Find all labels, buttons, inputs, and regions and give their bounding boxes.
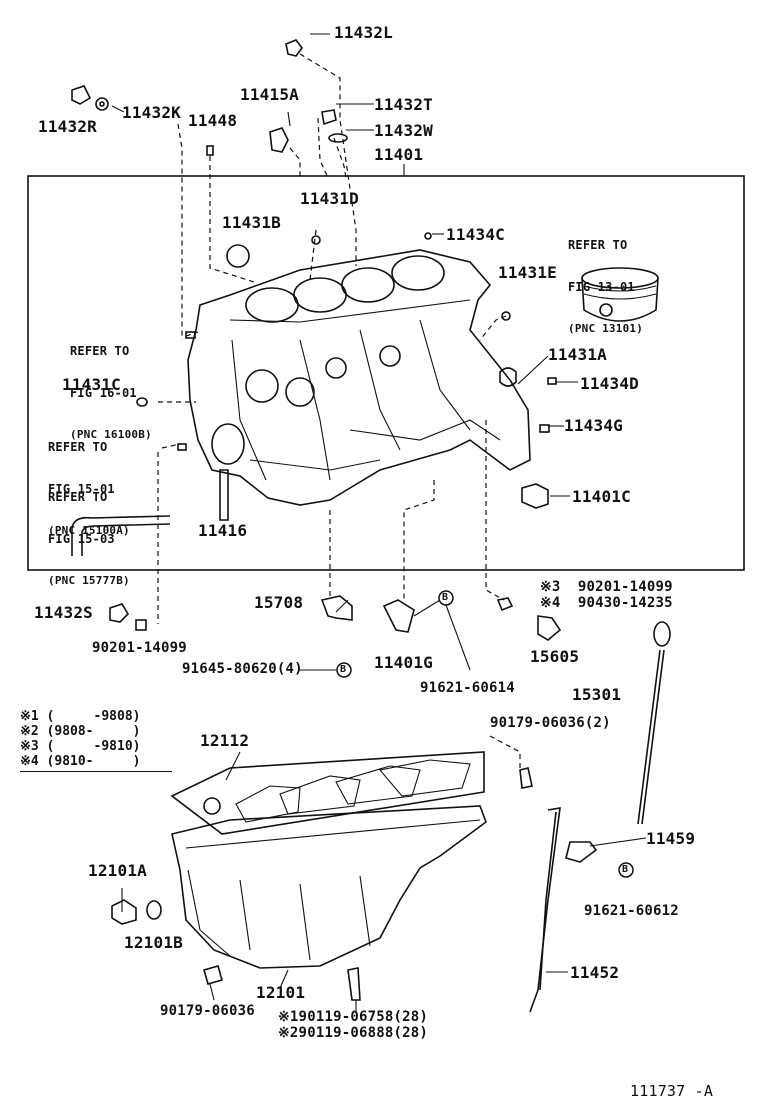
label-11432R: 11432R — [38, 117, 97, 136]
refer-line2: FIG 15-01 — [48, 482, 115, 496]
refer-fig-15-01: REFER TO FIG 15-01 (PNC 15100A) — [48, 412, 130, 552]
label-90119-06758: ※190119-06758(28) — [278, 1009, 428, 1025]
label-leaders — [111, 33, 647, 1012]
refer-line3: (PNC 13101) — [568, 322, 644, 335]
drain-parts — [111, 899, 361, 1001]
refer-line3: (PNC 16100B) — [70, 428, 152, 441]
label-90119-06888: ※290119-06888(28) — [278, 1025, 428, 1041]
label-90179-06036: 90179-06036 — [160, 1003, 255, 1019]
label-12101: 12101 — [256, 983, 306, 1002]
legend: ※1 ( -9808) ※2 (9808- ) ※3 ( -9810) ※4 (… — [20, 709, 172, 772]
refer-fig-13-01: REFER TO FIG 13-01 (PNC 13101) — [568, 210, 643, 350]
dipstick-guide — [519, 767, 598, 1013]
label-90201-14099-b: ※3 90201-14099 — [540, 579, 673, 595]
refer-fig-15-03: REFER TO FIG 15-03 (PNC 15777B) — [48, 462, 130, 602]
label-11416: 11416 — [198, 521, 248, 540]
legend-line: ※4 (9810- ) — [20, 754, 141, 769]
lower-small-parts — [109, 595, 562, 641]
refer-line1: REFER TO — [48, 440, 108, 454]
refer-line1: REFER TO — [70, 344, 130, 358]
label-11452: 11452 — [570, 963, 620, 982]
label-11434C: 11434C — [446, 225, 505, 244]
label-91621-60614: 91621-60614 — [420, 680, 515, 696]
label-11448: 11448 — [188, 111, 238, 130]
legend-line: ※3 ( -9810) — [20, 739, 141, 754]
label-11415A: 11415A — [240, 85, 299, 104]
dashed-leaders — [157, 53, 521, 770]
label-11432S: 11432S — [34, 603, 93, 622]
refer-line3: (PNC 15100A) — [48, 524, 130, 537]
circle-b-letter: B — [442, 592, 449, 603]
label-11432W: 11432W — [374, 121, 433, 140]
label-91621-60612: 91621-60612 — [584, 903, 679, 919]
label-11459: 11459 — [646, 829, 696, 848]
oil-pan — [171, 805, 487, 969]
legend-line: ※1 ( -9808) — [20, 709, 141, 724]
label-11401C: 11401C — [572, 487, 631, 506]
legend-line: ※2 (9808- ) — [20, 724, 141, 739]
label-15301: 15301 — [572, 685, 622, 704]
refer-line1: REFER TO — [48, 490, 108, 504]
label-15708: 15708 — [254, 593, 304, 612]
circle-b-letter: B — [340, 664, 347, 675]
label-11434D: 11434D — [580, 374, 639, 393]
label-11432K: 11432K — [122, 103, 181, 122]
label-91645-80620: 91645-80620(4) — [182, 661, 303, 677]
label-11434G: 11434G — [564, 416, 623, 435]
label-12112: 12112 — [200, 731, 250, 750]
label-90430-14235: ※4 90430-14235 — [540, 595, 673, 611]
figure-id: 111737 -A — [630, 1082, 714, 1100]
label-11401G: 11401G — [374, 653, 433, 672]
refer-line3: (PNC 15777B) — [48, 574, 130, 587]
label-11401: 11401 — [374, 145, 424, 164]
label-90201-14099-a: 90201-14099 — [92, 640, 187, 656]
label-11431B: 11431B — [222, 213, 281, 232]
refer-line2: FIG 13-01 — [568, 280, 635, 294]
refer-line1: REFER TO — [568, 238, 628, 252]
piston — [581, 267, 659, 322]
oil-pan-baffle — [170, 751, 485, 835]
label-11432L: 11432L — [334, 23, 393, 42]
label-12101B: 12101B — [124, 933, 183, 952]
circle-b-letter: B — [622, 864, 629, 875]
dipstick — [637, 621, 671, 825]
circle-b-markers — [336, 590, 634, 878]
label-15605: 15605 — [530, 647, 580, 666]
refer-fig-16-01: REFER TO FIG 16-01 (PNC 16100B) — [70, 316, 152, 456]
label-11431E: 11431E — [498, 263, 557, 282]
cylinder-block-frame — [27, 175, 745, 571]
label-11431A: 11431A — [548, 345, 607, 364]
label-11431C: 11431C — [62, 375, 121, 394]
small-parts — [71, 39, 557, 556]
label-11432T: 11432T — [374, 95, 433, 114]
label-90179-06036-2: 90179-06036(2) — [490, 715, 611, 731]
label-12101A: 12101A — [88, 861, 147, 880]
label-11431D: 11431D — [300, 189, 359, 208]
cylinder-block — [187, 249, 531, 506]
refer-line2: FIG 16-01 — [70, 386, 137, 400]
refer-line2: FIG 15-03 — [48, 532, 115, 546]
